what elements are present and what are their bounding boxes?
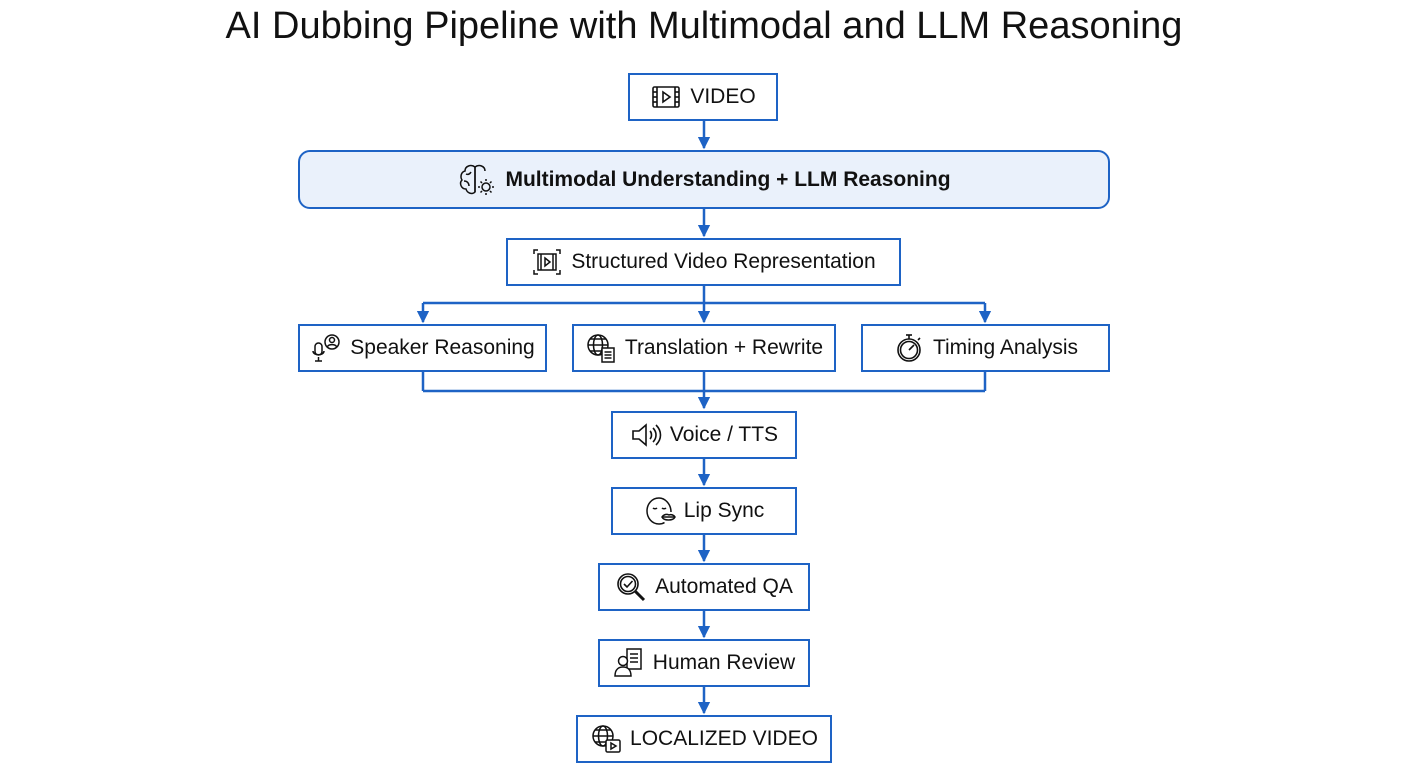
globe-document-icon (585, 332, 617, 364)
node-voice: Voice / TTS (611, 411, 797, 459)
speaker-icon (630, 419, 662, 451)
magnifier-check-icon (615, 571, 647, 603)
node-speaker-label: Speaker Reasoning (350, 336, 535, 359)
brain-gear-icon (457, 162, 497, 198)
mic-person-icon (310, 332, 342, 364)
node-localized: LOCALIZED VIDEO (576, 715, 832, 763)
node-multimodal: Multimodal Understanding + LLM Reasoning (298, 150, 1110, 209)
node-review: Human Review (598, 639, 810, 687)
node-timing: Timing Analysis (861, 324, 1110, 372)
node-review-label: Human Review (652, 651, 796, 674)
node-structured: Structured Video Representation (506, 238, 901, 286)
face-lips-icon (644, 495, 676, 527)
stopwatch-icon (893, 332, 925, 364)
video-film-icon (650, 81, 682, 113)
node-video: VIDEO (628, 73, 778, 121)
node-voice-label: Voice / TTS (669, 423, 779, 446)
diagram-title: AI Dubbing Pipeline with Multimodal and … (225, 5, 1183, 47)
node-multimodal-label: Multimodal Understanding + LLM Reasoning (505, 167, 951, 191)
node-translation: Translation + Rewrite (572, 324, 836, 372)
node-timing-label: Timing Analysis (932, 336, 1079, 359)
node-structured-label: Structured Video Representation (571, 250, 876, 273)
node-video-label: VIDEO (690, 85, 756, 108)
node-qa-label: Automated QA (655, 575, 793, 598)
node-speaker: Speaker Reasoning (298, 324, 547, 372)
node-qa: Automated QA (598, 563, 810, 611)
node-localized-label: LOCALIZED VIDEO (630, 727, 818, 750)
globe-video-icon (590, 723, 622, 755)
node-lipsync: Lip Sync (611, 487, 797, 535)
framed-video-icon (531, 246, 563, 278)
node-lipsync-label: Lip Sync (683, 499, 765, 522)
node-translation-label: Translation + Rewrite (624, 336, 824, 359)
person-document-icon (613, 647, 645, 679)
